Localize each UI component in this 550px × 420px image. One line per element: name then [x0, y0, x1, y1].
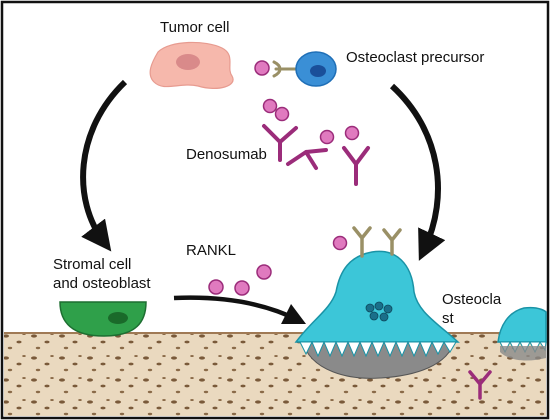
arrow-rankl-to-osteoclast	[173, 295, 307, 325]
tumor-nucleus	[176, 54, 200, 70]
denosumab-antibody	[468, 370, 492, 400]
tumor-cell	[149, 41, 234, 89]
rankl-molecule	[274, 106, 290, 122]
rank-receptor	[272, 60, 298, 78]
rankl-molecule	[319, 129, 335, 145]
rankl-molecule	[208, 279, 224, 295]
label-osteoclast-line1: Osteocla	[442, 291, 502, 308]
rankl-molecule	[332, 235, 348, 251]
label-tumor-cell: Tumor cell	[160, 19, 230, 36]
stromal-nucleus	[108, 312, 128, 324]
rankl-molecule	[262, 98, 278, 114]
osteoclast-nuclei	[365, 301, 393, 322]
denosumab-antibody	[262, 124, 298, 162]
bone-matrix	[4, 332, 546, 416]
label-osteoclast-precursor: Osteoclast precursor	[346, 49, 485, 66]
stromal-cell	[59, 301, 147, 337]
osteoclast-precursor	[254, 51, 337, 87]
rankl-molecule	[256, 264, 272, 280]
denosumab-antibody	[286, 148, 328, 170]
rankl-molecule	[254, 60, 270, 76]
rank-receptor	[382, 228, 402, 256]
label-osteoclast-line2: st	[442, 310, 454, 327]
label-stromal-cell-line1: Stromal cell	[53, 256, 132, 273]
label-rankl: RANKL	[186, 242, 237, 259]
precursor-nucleus	[310, 65, 326, 77]
rankl-molecule	[344, 125, 360, 141]
osteoclast	[294, 226, 460, 358]
osteoclast-partial	[497, 306, 547, 361]
denosumab-antibody	[342, 146, 370, 186]
arrow-precursor-to-osteoclast	[389, 83, 446, 261]
denosumab-cluster	[262, 98, 370, 186]
label-denosumab: Denosumab	[186, 146, 267, 163]
rankl-molecule	[234, 280, 250, 296]
label-stromal-cell-line2: and osteoblast	[53, 275, 151, 292]
rank-receptor	[352, 226, 372, 258]
arrow-tumor-to-stromal	[80, 79, 128, 252]
